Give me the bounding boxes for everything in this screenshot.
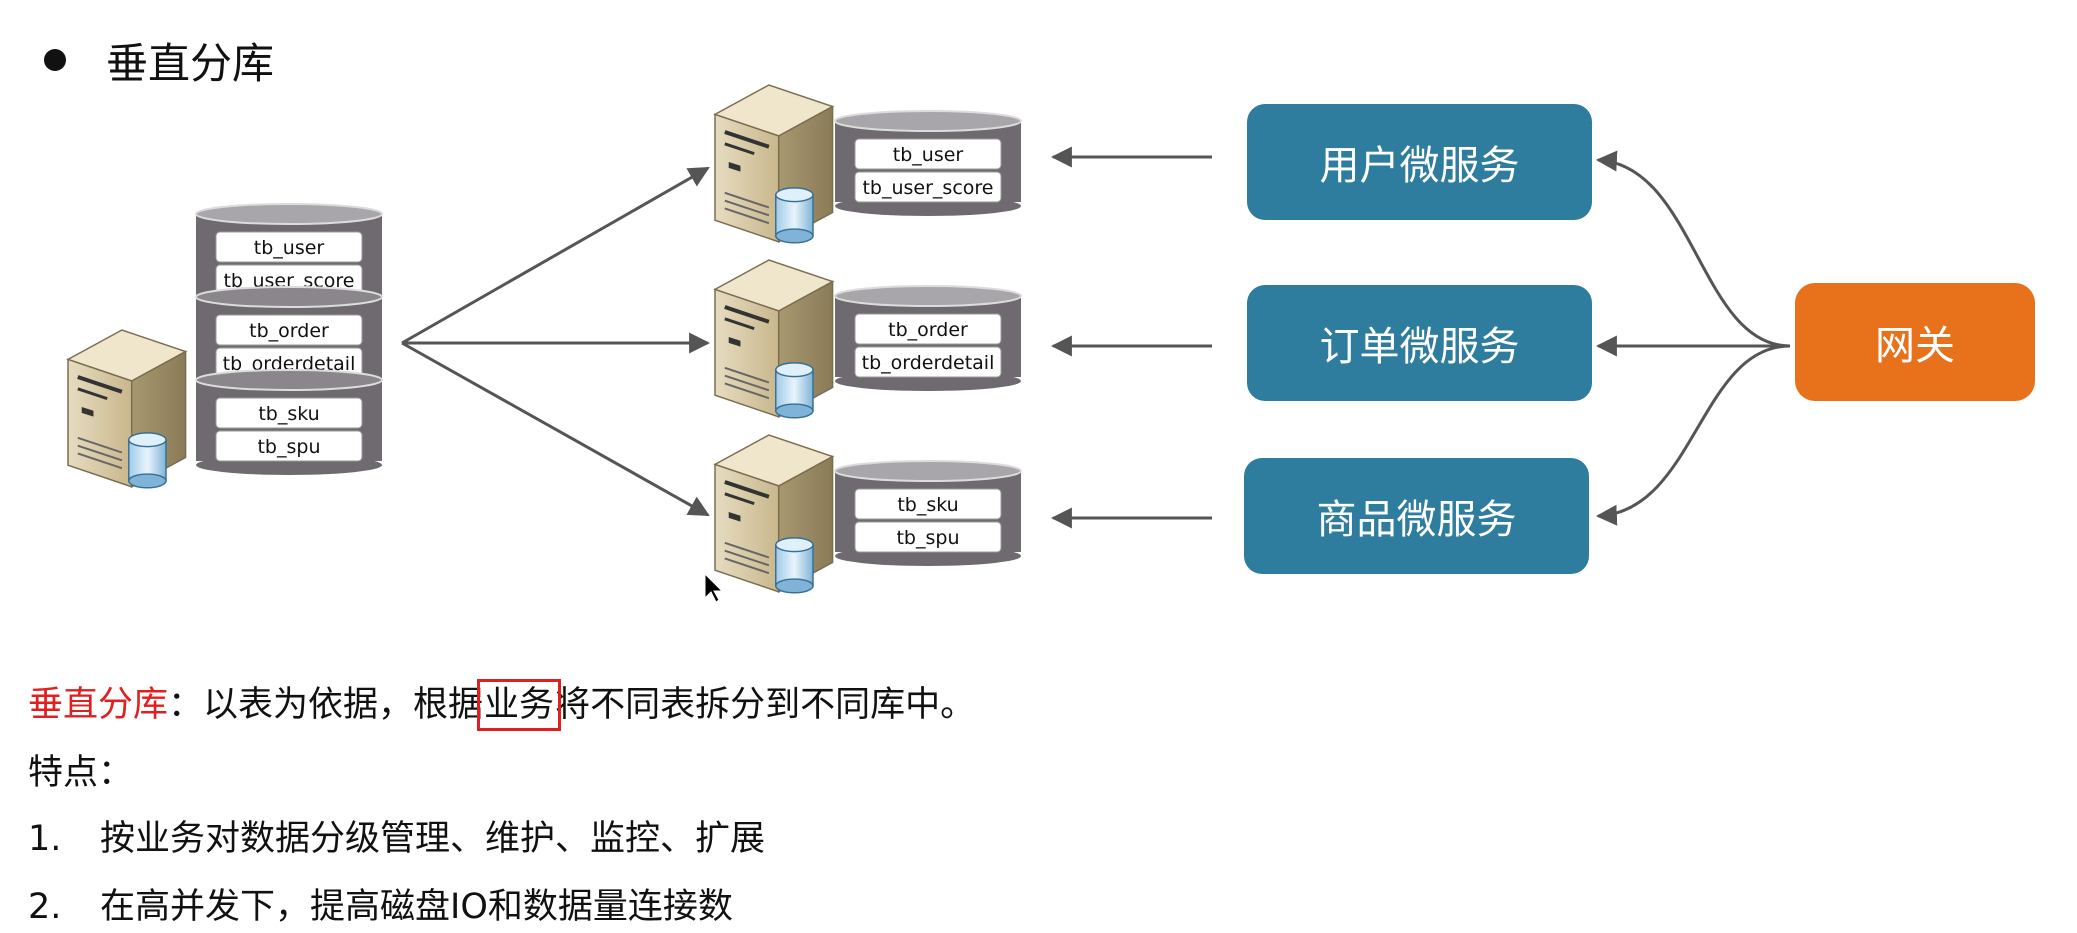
feature-text: 在高并发下，提高磁盘IO和数据量连接数 [100,887,733,927]
service-box-user: 用户微服务 [1247,104,1592,220]
table-name: tb_spu [896,527,959,549]
feature-item: 1. 按业务对数据分级管理、维护、监控、扩展 [28,810,765,861]
section-title: 垂直分库 [44,30,274,90]
table-label-box [215,397,363,429]
connector-arrow [1595,344,1791,526]
table-name: tb_user_score [862,177,993,199]
gateway-box: 网关 [1795,283,2035,401]
table-label-box [854,521,1002,553]
mouse-cursor-icon [704,572,724,603]
feature-number: 1. [28,819,62,859]
vertical-sharding-diagram: tb_user tb_user_score tb_order tb_orderdeta… [66,84,1791,603]
connector-arrow [401,166,710,345]
feature-number: 2. [28,887,62,927]
table-name: tb_user_score [223,270,354,292]
connector-arrow [401,341,710,517]
table-name: tb_sku [897,494,958,516]
table-label-box [854,171,1002,203]
description-line: 垂直分库：以表为依据，根据业务将不同表拆分到不同库中。 [28,676,976,731]
table-name: tb_sku [258,403,319,425]
table-label-box [215,430,363,462]
table-name: tb_spu [257,436,320,458]
bullet-icon [44,49,66,71]
db-section-top [834,285,1022,307]
table-name: tb_user [893,144,964,166]
server-icon [713,434,835,594]
db-section-top [834,460,1022,482]
source-database-stack: tb_user tb_user_score tb_order tb_orderdeta… [195,203,383,475]
db-section-top [195,286,383,308]
table-name: tb_order [249,320,329,342]
server-icon [713,259,835,419]
table-name: tb_orderdetail [223,353,356,375]
features-title: 特点： [28,753,134,793]
table-label-box [215,231,363,263]
table-label-box [854,138,1002,170]
table-label-box [854,346,1002,378]
highlight-box-business: 业务 [477,679,562,731]
table-name: tb_user [254,237,325,259]
target-database-1: tb_user tb_user_score [834,110,1022,216]
table-label-box [854,488,1002,520]
table-name: tb_orderdetail [862,352,995,374]
db-section-top [834,110,1022,132]
target-database-2: tb_order tb_orderdetail [834,285,1022,391]
section-title-text: 垂直分库 [106,38,275,88]
table-label-box [215,314,363,346]
connector-arrow [1595,150,1791,348]
target-database-3: tb_sku tb_spu [834,460,1022,566]
server-icon [66,329,188,489]
description-after: 将不同表拆分到不同库中。 [555,685,976,725]
service-box-order: 订单微服务 [1247,285,1592,401]
description-label: 垂直分库 [28,685,169,725]
service-box-product: 商品微服务 [1244,458,1589,574]
db-section-top [195,369,383,391]
description-before: 以表为依据，根据 [203,685,484,725]
description-colon: ： [168,685,204,725]
feature-text: 按业务对数据分级管理、维护、监控、扩展 [100,819,766,859]
db-section-top [195,203,383,225]
server-icon [713,84,835,244]
feature-item: 2. 在高并发下，提高磁盘IO和数据量连接数 [28,878,733,929]
table-label-box [854,313,1002,345]
table-name: tb_order [888,319,968,341]
